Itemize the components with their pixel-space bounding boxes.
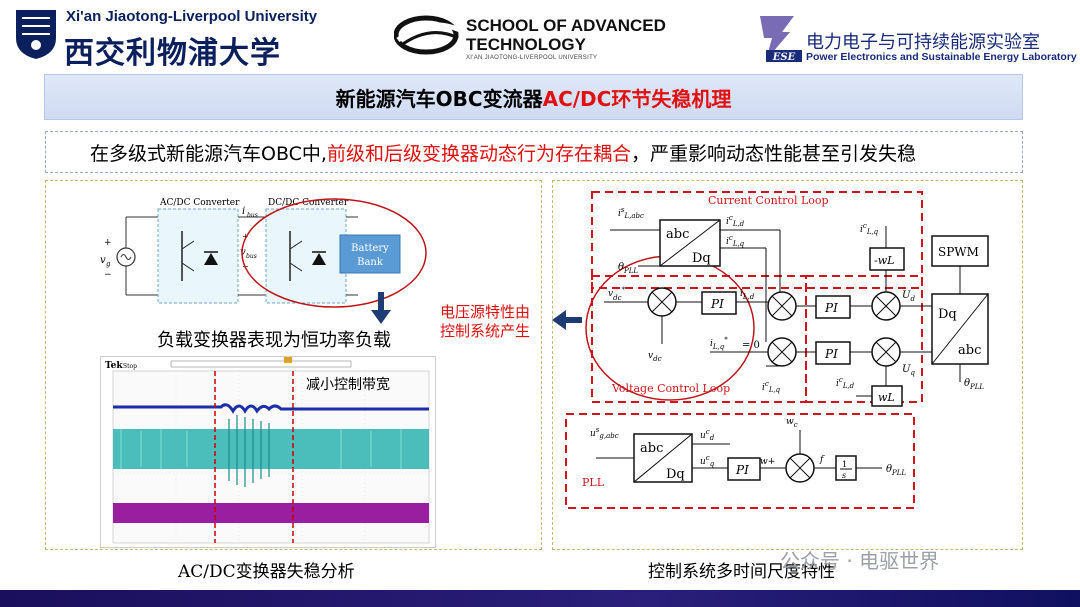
title-part2: AC/DC环节失稳机理 [542, 86, 732, 111]
svg-text:ucq: ucq [700, 454, 715, 468]
svg-text:icL,d: icL,d [726, 214, 745, 228]
svg-text:s: s [842, 471, 846, 480]
svg-text:w+: w+ [760, 457, 775, 467]
statement-part2: 前级和后级变换器动态行为存在耦合 [326, 142, 631, 165]
control-block-diagram: Current Control Loop Voltage Control Loo… [560, 186, 1022, 516]
dcdc-label: DC/DC Converter [268, 198, 349, 208]
svg-text:icL,d: icL,d [836, 376, 855, 390]
voltage-source-note: 电压源特性由 控制系统产生 [440, 303, 530, 341]
acdc-label: AC/DC Converter [159, 198, 240, 208]
svg-text:g: g [106, 260, 111, 268]
svg-text:abc: abc [958, 343, 981, 358]
bottom-bar [0, 590, 1080, 607]
sat-logo-icon [393, 12, 462, 58]
svg-text:iL,d: iL,d [740, 289, 755, 301]
svg-text:wc: wc [786, 417, 798, 429]
svg-text:icL,q: icL,q [726, 234, 745, 248]
svg-text:-wL: -wL [874, 254, 894, 267]
cpl-note: 负载变换器表现为恒功率负载 [157, 330, 391, 351]
svg-text:Dq: Dq [938, 307, 957, 322]
xjtlu-name-en: Xi'an Jiaotong-Liverpool University [66, 8, 318, 25]
svg-text:PI: PI [710, 297, 724, 311]
statement-part3: ，严重影响动态性能甚至引发失稳 [630, 142, 916, 165]
school-subtitle: XI'AN JIAOTONG-LIVERPOOL UNIVERSITY [466, 55, 598, 61]
battery-label-2: Bank [357, 257, 384, 268]
svg-text:θPLL: θPLL [618, 262, 638, 275]
title-part1: 新能源汽车OBC变流器 [335, 86, 543, 111]
svg-text:= 0: = 0 [742, 340, 760, 351]
svg-text:θPLL: θPLL [964, 378, 984, 391]
ese-logo-icon: ESE [756, 12, 804, 64]
svg-text:ucd: ucd [700, 428, 715, 442]
voltage-source-note-line1: 电压源特性由 [440, 303, 531, 321]
svg-text:v: v [240, 247, 246, 258]
svg-text:Ud: Ud [902, 290, 915, 303]
svg-text:i: i [242, 206, 245, 217]
svg-text:iL,q*: iL,q* [710, 336, 728, 351]
battery-label-1: Battery [351, 243, 389, 254]
svg-text:+: + [242, 232, 249, 241]
svg-text:v: v [100, 255, 106, 266]
svg-text:−: − [104, 270, 112, 280]
school-name-line1: SCHOOL OF ADVANCED [466, 16, 666, 35]
current-loop-label: Current Control Loop [708, 194, 829, 207]
svg-text:PI: PI [735, 463, 749, 477]
key-statement: 在多级式新能源汽车OBC中,前级和后级变换器动态行为存在耦合，严重影响动态性能甚… [45, 131, 1023, 173]
oscilloscope-capture: Tek Stop [100, 356, 436, 548]
right-caption: 控制系统多时间尺度特性 [648, 562, 835, 582]
lab-name-en: Power Electronics and Sustainable Energy… [806, 51, 1077, 63]
xjtlu-logo [14, 8, 58, 60]
lab-name-cn: 电力电子与可持续能源实验室 [806, 32, 1040, 53]
wechat-watermark: 公众号 · 电驱世界 [780, 549, 940, 573]
svg-text:PI: PI [824, 301, 838, 315]
svg-text:abc: abc [666, 227, 689, 242]
svg-text:Dq: Dq [666, 467, 685, 482]
svg-text:PI: PI [824, 347, 838, 361]
statement-part1: 在多级式新能源汽车OBC中, [90, 142, 327, 165]
voltage-source-note-line2: 控制系统产生 [440, 322, 531, 340]
svg-text:vdc: vdc [648, 351, 662, 363]
svg-text:wL: wL [878, 391, 895, 404]
converter-circuit-diagram: +− v g AC/DC Converter i bus +− v bus DC… [90, 195, 440, 310]
svg-text:icL,q: icL,q [762, 380, 781, 394]
svg-text:Tek: Tek [105, 361, 123, 371]
svg-text:icL,q: icL,q [860, 222, 879, 236]
svg-text:bus: bus [246, 253, 257, 260]
svg-text:bus: bus [247, 212, 258, 219]
pll-label: PLL [582, 476, 605, 489]
xjtlu-name-cn: 西交利物浦大学 [64, 36, 281, 71]
svg-text:Dq: Dq [692, 251, 711, 266]
svg-text:ESE: ESE [772, 52, 796, 63]
svg-text:isL,abc: isL,abc [618, 206, 644, 220]
left-panel [45, 180, 542, 550]
left-caption: AC/DC变换器失稳分析 [178, 562, 355, 582]
svg-text:f: f [819, 455, 825, 465]
spwm-block: SPWM [938, 245, 979, 259]
voltage-loop-label: Voltage Control Loop [611, 382, 730, 395]
svg-text:θPLL: θPLL [886, 464, 906, 477]
left-arrow-icon [552, 310, 582, 330]
scope-annotation: 减小控制带宽 [306, 377, 390, 393]
right-panel [552, 180, 1023, 550]
svg-text:Uq: Uq [902, 364, 915, 377]
svg-text:vdc*: vdc* [608, 286, 626, 302]
svg-text:Stop: Stop [123, 363, 137, 370]
svg-text:+: + [104, 238, 112, 248]
svg-text:usg,abc: usg,abc [590, 426, 619, 440]
school-name-line2: TECHNOLOGY [466, 35, 586, 54]
svg-text:abc: abc [640, 441, 663, 456]
svg-text:1: 1 [842, 460, 847, 469]
down-arrow-icon [371, 292, 391, 326]
